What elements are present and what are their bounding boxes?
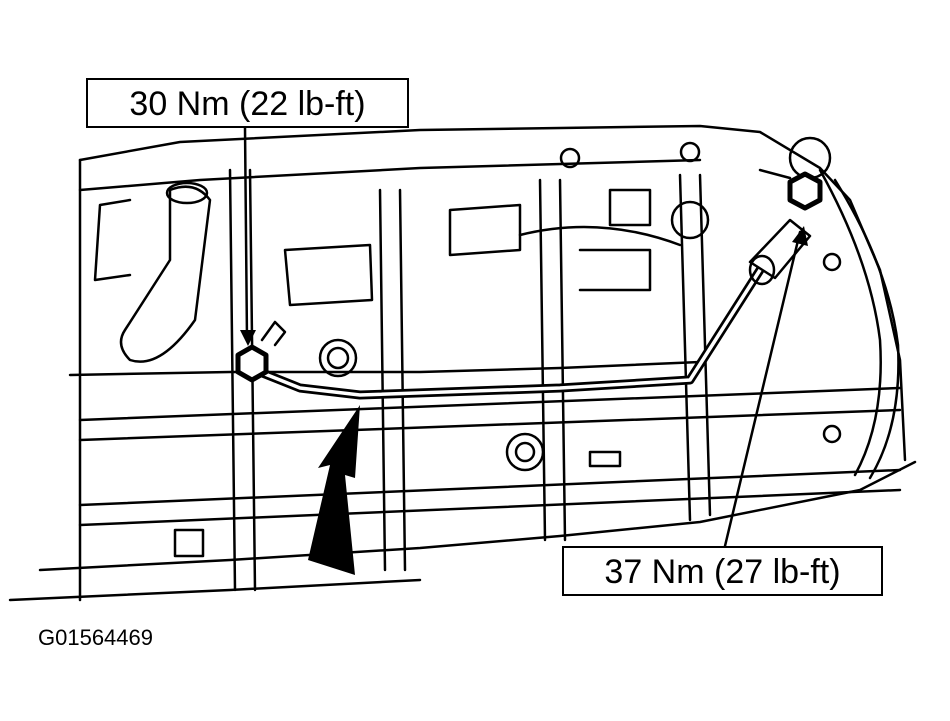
right-leader-arrowhead: [792, 226, 808, 246]
view-direction-arrow: [308, 405, 360, 575]
left-leader-line: [243, 126, 249, 342]
cooler-line: [250, 218, 812, 400]
figure-id-label: G01564469: [38, 625, 153, 650]
case-bosses: [173, 136, 842, 558]
right-leader-line: [723, 230, 802, 548]
torque-callout-lower-right: 37 Nm (27 lb-ft): [562, 546, 883, 596]
left-hex-fitting: [235, 320, 287, 383]
breather-tube: [93, 181, 212, 363]
right-hex-fitting: [758, 168, 823, 211]
transmission-case: [8, 124, 917, 602]
left-leader-arrowhead: [240, 330, 256, 346]
torque-callout-upper-left: 30 Nm (22 lb-ft): [86, 78, 409, 128]
